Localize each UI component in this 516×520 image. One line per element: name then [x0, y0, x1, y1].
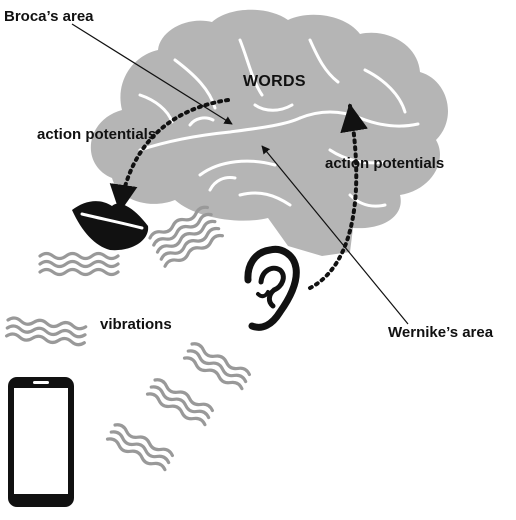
- lips-icon: [72, 201, 149, 251]
- broca-area-label: Broca’s area: [4, 8, 94, 25]
- sound-wave-icon: [105, 423, 174, 472]
- action-potentials-label-right: action potentials: [325, 155, 445, 172]
- broca-pointer-line: [71, 23, 233, 125]
- sound-wave-icon: [5, 316, 88, 347]
- vibrations-label: vibrations: [100, 316, 172, 333]
- sound-wave-icon: [38, 251, 120, 277]
- wernicke-pointer-line: [261, 145, 409, 325]
- sound-wave-icon: [145, 378, 214, 427]
- smartphone-icon: [8, 377, 74, 507]
- wernicke-area-label: Wernike’s area: [388, 324, 494, 341]
- ear-icon: [244, 245, 300, 331]
- action-potentials-label-left: action potentials: [37, 126, 157, 143]
- sound-wave-icon: [182, 342, 251, 391]
- sound-wave-icon: [148, 205, 225, 268]
- brain-icon: [90, 9, 448, 257]
- words-label: WORDS: [243, 73, 306, 90]
- action-potentials-arrow-from-ear: [308, 103, 368, 290]
- action-potentials-arrow-to-lips: [109, 98, 230, 213]
